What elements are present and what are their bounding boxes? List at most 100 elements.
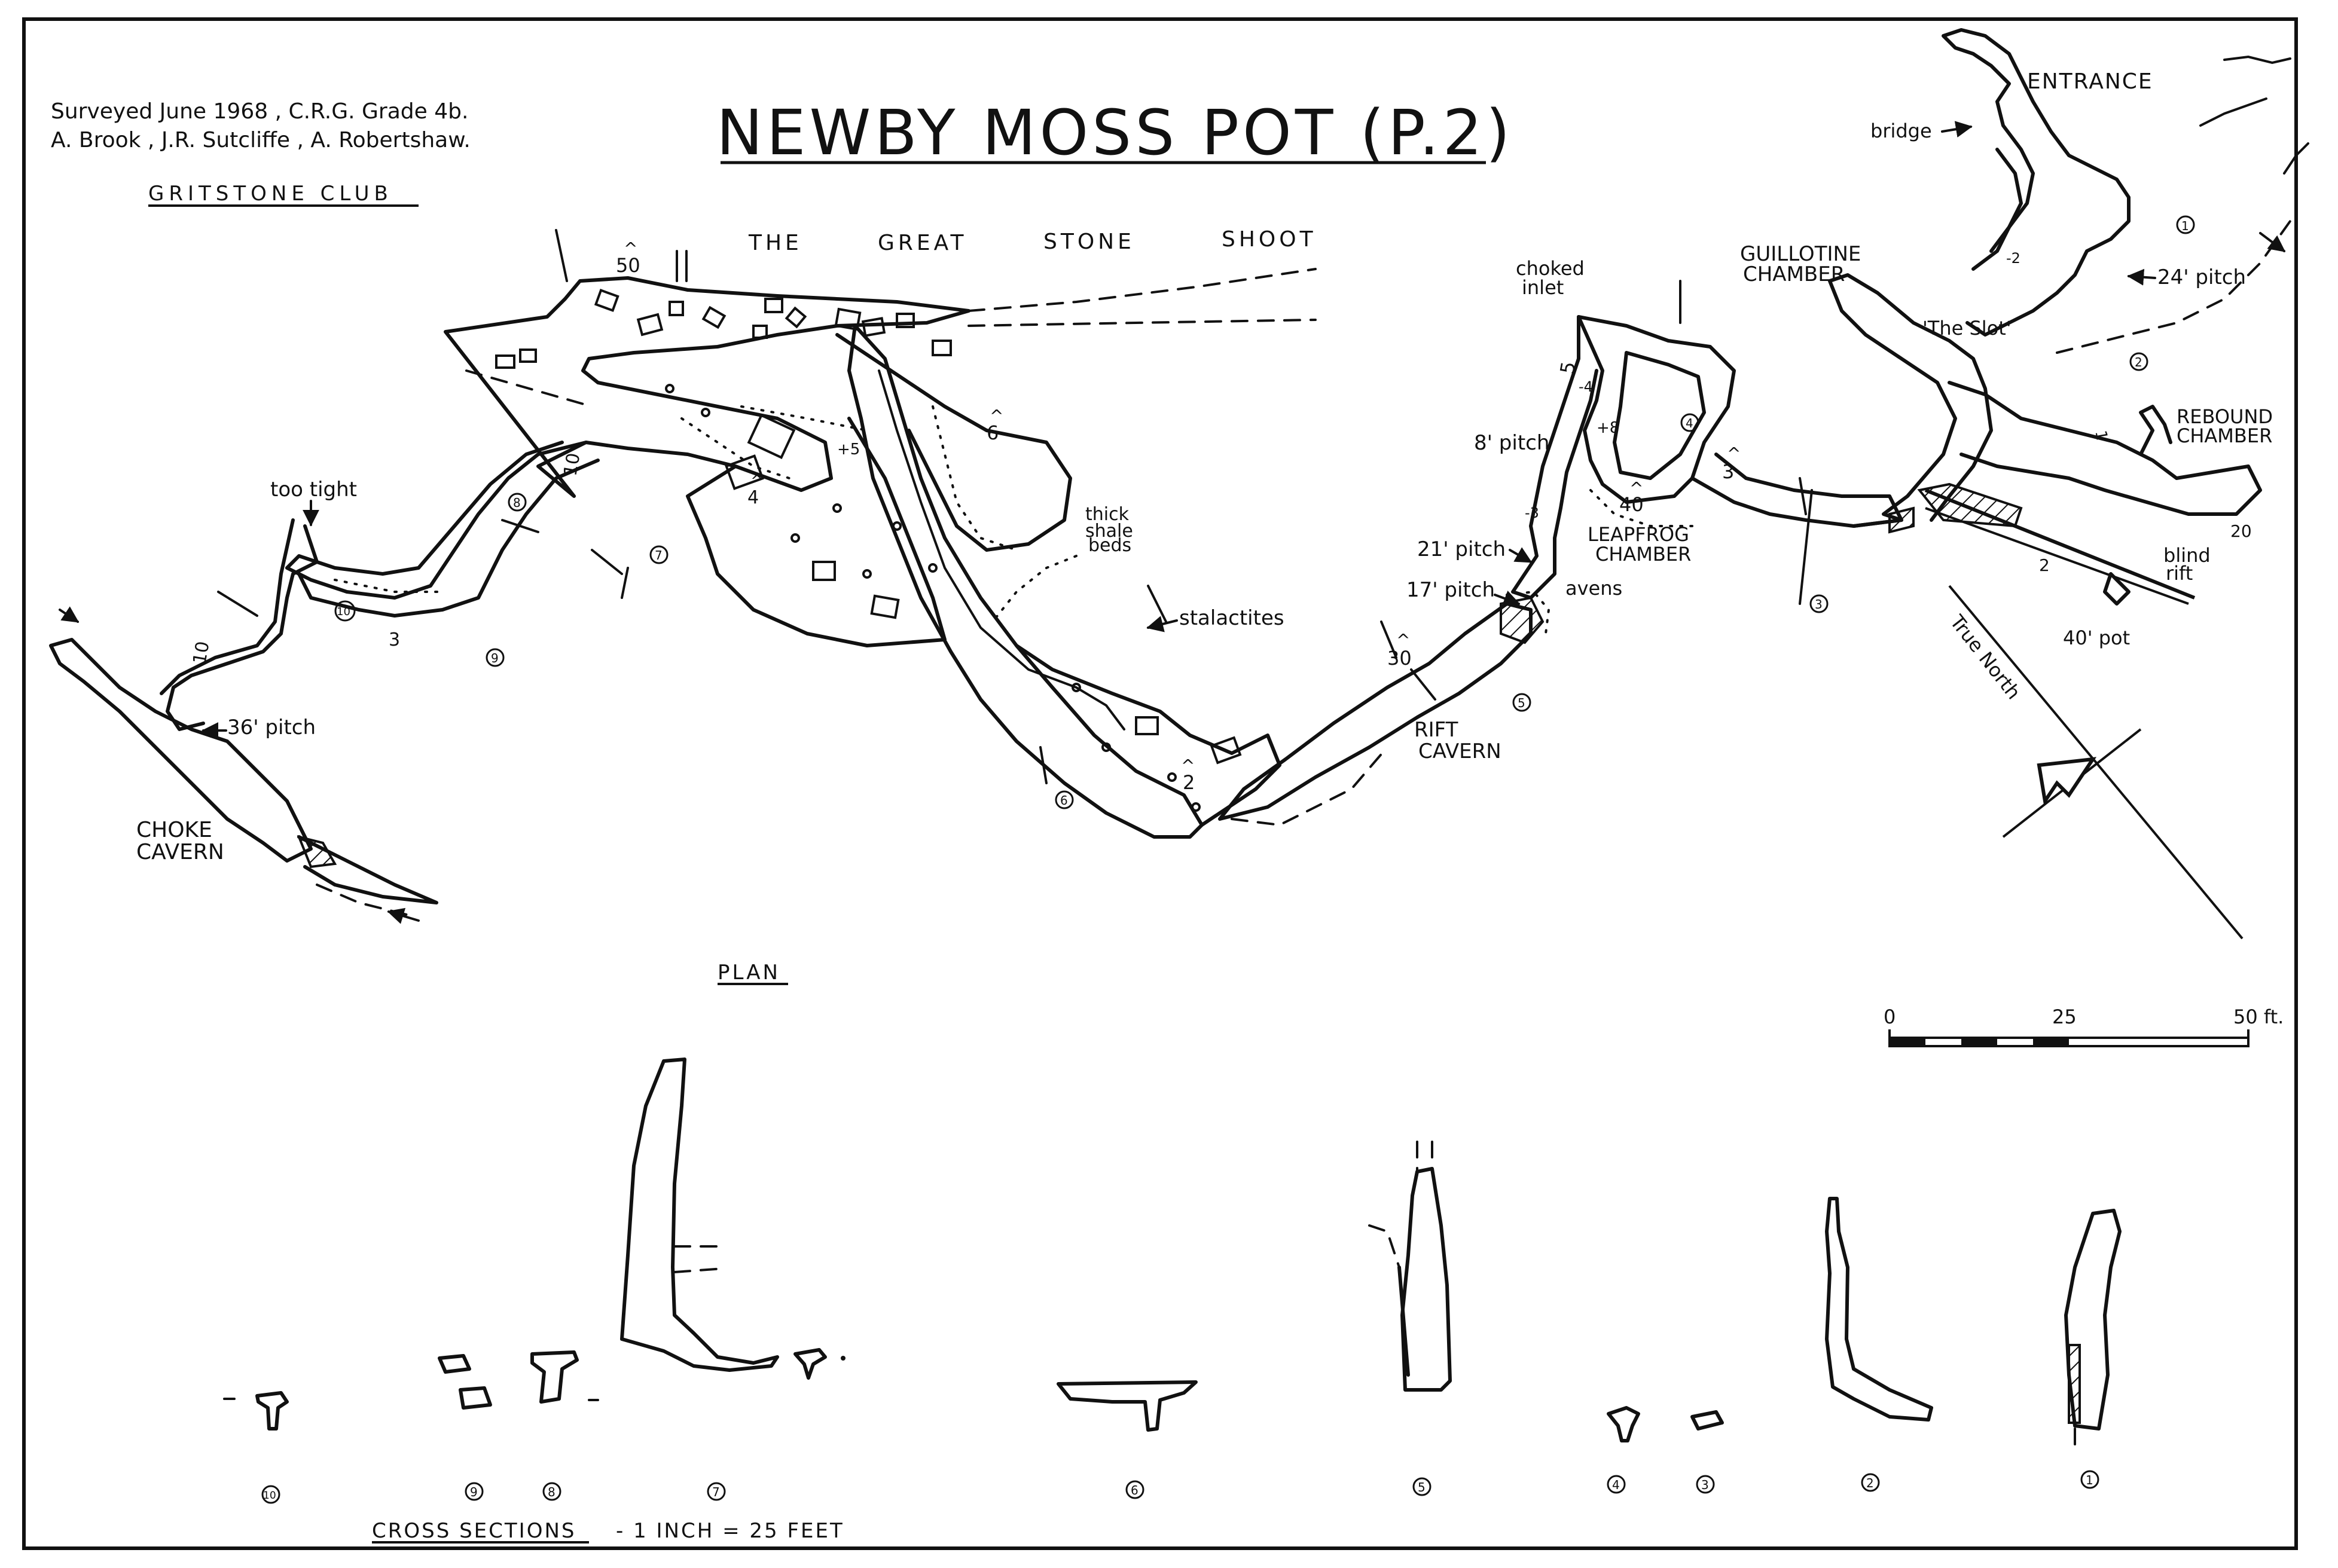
cross-section-number-6: 6 — [1125, 1480, 1144, 1499]
shoot-continuation-upper — [967, 268, 1317, 312]
section-marker-3: 3 — [1809, 594, 1829, 613]
pot-40-outline — [2103, 572, 2131, 606]
cross-sections-caption: CROSS SECTIONS — [372, 1519, 576, 1543]
svg-text:^: ^ — [624, 239, 637, 258]
rift-section-tick — [1380, 621, 1397, 659]
svg-text:2: 2 — [2135, 355, 2142, 369]
height-minus2: -2 — [2006, 250, 2020, 267]
cross-section-number-10: 10 — [261, 1485, 280, 1504]
bridge-label: bridge — [1870, 120, 1932, 142]
svg-text:8: 8 — [548, 1485, 555, 1499]
svg-text:^: ^ — [1396, 630, 1410, 650]
west-passage-lower — [297, 459, 600, 618]
blind-rift-label-1: blind — [2163, 544, 2211, 567]
svg-text:4: 4 — [1612, 1478, 1620, 1492]
svg-text:6: 6 — [1131, 1483, 1139, 1497]
height-plus5: +5 — [837, 441, 860, 459]
cross-section-number-4: 4 — [1607, 1475, 1626, 1494]
cross-section-2 — [1825, 1197, 1933, 1422]
great-stone-shoot-label: THE GREAT STONE SHOOT — [748, 227, 1313, 255]
cross-sections-scale: - 1 INCH = 25 FEET — [616, 1519, 844, 1543]
height-2b: 2 — [2039, 555, 2050, 575]
choke-cavern-tail — [297, 835, 438, 904]
height-40: 40 — [1619, 493, 1644, 516]
pot-40-label: 40' pot — [2063, 626, 2130, 649]
svg-text:^: ^ — [990, 406, 1003, 426]
height-20: 20 — [2230, 521, 2252, 541]
rift-cavern-hatched — [1500, 596, 1545, 644]
pitch-24-label: 24' pitch — [2157, 265, 2246, 289]
svg-text:3: 3 — [1701, 1478, 1709, 1492]
svg-text:3: 3 — [1815, 597, 1823, 612]
leapfrog-west-passage — [1511, 315, 1598, 600]
shoot-continuation-lower — [967, 319, 1317, 327]
rebound-passage — [1948, 381, 2262, 516]
cross-section-8 — [530, 1350, 579, 1404]
svg-text:4: 4 — [1686, 416, 1693, 430]
cross-section-number-9: 9 — [465, 1482, 484, 1501]
scale-tick-25: 25 — [2052, 1005, 2077, 1028]
choked-inlet-label-1: choked — [1516, 257, 1585, 280]
height-10b: 10 — [189, 640, 213, 666]
section-marker-7: 7 — [649, 545, 669, 564]
section-markers: 1 2 3 4 5 6 7 8 — [334, 215, 2195, 809]
cross-section-7 — [620, 1057, 779, 1372]
shoot-tick-1 — [555, 229, 568, 282]
stalactites-label: stalactites — [1179, 606, 1284, 630]
svg-text:5: 5 — [1418, 1480, 1426, 1494]
shale-bed-chamber — [835, 333, 1072, 552]
great-stone-shoot-outline — [444, 276, 970, 498]
cross-section-1 — [2064, 1209, 2122, 1431]
cross-section-3 — [1690, 1410, 1724, 1431]
cross-section-number-2: 2 — [1861, 1473, 1880, 1492]
rebound-north-branch — [2139, 405, 2172, 456]
height-3a: 3 — [1722, 460, 1734, 483]
choked-inlet-label-2: inlet — [1522, 276, 1564, 299]
cross-section-number-1: 1 — [2080, 1470, 2099, 1489]
rift-cavern-label-2: CAVERN — [1418, 739, 1501, 763]
cross-section-number-5: 5 — [1412, 1477, 1432, 1496]
shale-beds-label-3: beds — [1088, 535, 1131, 556]
leapfrog-chamber-label-2: CHAMBER — [1595, 543, 1691, 566]
section-marker-6: 6 — [1055, 790, 1074, 809]
entrance-inner — [1989, 148, 2023, 253]
height-6: 6 — [987, 421, 999, 444]
section-marker-9: 9 — [486, 648, 505, 667]
height-minus4: -4 — [1579, 378, 1593, 395]
stalactite-passage — [847, 324, 1204, 839]
svg-text:^: ^ — [1181, 756, 1195, 775]
svg-text:9: 9 — [491, 651, 499, 665]
height-plus8: +8 — [1597, 419, 1619, 437]
cross-section-6 — [1057, 1380, 1198, 1432]
rift-cavern-outline — [1218, 602, 1533, 821]
shoot-lower-chamber — [686, 417, 947, 647]
shoot-west-dashes — [465, 369, 593, 408]
guillotine-chamber-label-2: CHAMBER — [1743, 262, 1845, 286]
avens-label: avens — [1565, 577, 1622, 600]
pitch-17-label: 17' pitch — [1406, 578, 1495, 602]
cross-section-5 — [1400, 1167, 1452, 1392]
svg-text:7: 7 — [712, 1485, 720, 1499]
scale-tick-50: 50 ft. — [2233, 1005, 2284, 1028]
pitch-8-label: 8' pitch — [1474, 431, 1549, 455]
cross-section-number-7: 7 — [707, 1482, 726, 1501]
rift-lower-passage — [1015, 644, 1281, 827]
boulder-symbols — [495, 289, 1242, 812]
survey-note-line2: A. Brook , J.R. Sutcliffe , A. Robertsha… — [51, 128, 471, 152]
blind-rift-label-2: rift — [2166, 562, 2193, 585]
leapfrog-chamber-label-1: LEAPFROG — [1588, 523, 1689, 546]
leapfrog-chamber-outline — [1577, 315, 1736, 504]
club-label: GRITSTONE CLUB — [148, 182, 393, 206]
choke-cavern-label-2: CAVERN — [136, 840, 224, 864]
east-connecting-passage — [1828, 273, 1993, 528]
entrance-series — [1942, 28, 2131, 337]
pitch-36-label: 36' pitch — [227, 716, 316, 739]
section-ticks — [217, 489, 1813, 784]
section-marker-2: 2 — [2129, 352, 2148, 371]
svg-text:10: 10 — [337, 606, 350, 618]
cross-section-number-3: 3 — [1696, 1475, 1715, 1494]
true-north-label: True North — [1945, 610, 2025, 704]
height-2a: 2 — [1183, 771, 1195, 794]
svg-text:1: 1 — [2086, 1473, 2093, 1487]
